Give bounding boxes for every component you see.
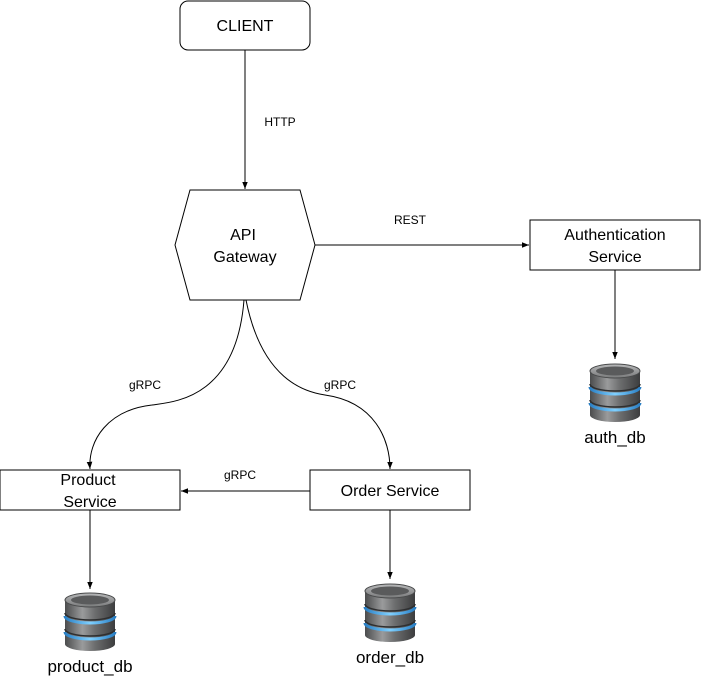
auth-db-label: auth_db — [584, 428, 645, 447]
product-db-label: product_db — [47, 657, 132, 676]
order-service-label: Order Service — [341, 483, 440, 500]
edge-label-grpc-order: gRPC — [324, 378, 356, 392]
order-db[interactable]: order_db — [356, 582, 424, 667]
api-gateway-node[interactable]: API Gateway — [174, 189, 316, 301]
edge-gateway-to-order — [245, 299, 393, 470]
api-gateway-label-line1: API — [230, 227, 256, 244]
order-service-node[interactable]: Order Service — [309, 469, 471, 511]
database-icon — [588, 362, 642, 424]
database-icon — [363, 582, 417, 644]
product-service-label-line2: Service — [63, 494, 116, 511]
database-icon — [63, 591, 117, 653]
auth-service-label-line2: Service — [588, 249, 641, 266]
edge-label-rest: REST — [394, 213, 427, 227]
client-node[interactable]: CLIENT — [179, 0, 311, 51]
edge-label-http: HTTP — [264, 115, 295, 129]
edge-gateway-to-product — [86, 299, 245, 470]
client-label: CLIENT — [217, 18, 274, 35]
edge-label-grpc-product: gRPC — [129, 378, 161, 392]
order-db-label: order_db — [356, 648, 424, 667]
api-gateway-label-line2: Gateway — [213, 249, 276, 266]
auth-service-node[interactable]: Authentication Service — [529, 219, 701, 271]
product-service-node[interactable]: Product Service — [0, 469, 181, 511]
auth-db[interactable]: auth_db — [584, 362, 646, 447]
auth-service-label-line1: Authentication — [564, 227, 665, 244]
product-db[interactable]: product_db — [47, 591, 133, 676]
product-service-label-line1: Product — [60, 472, 116, 489]
edge-label-grpc-order-product: gRPC — [224, 468, 256, 482]
